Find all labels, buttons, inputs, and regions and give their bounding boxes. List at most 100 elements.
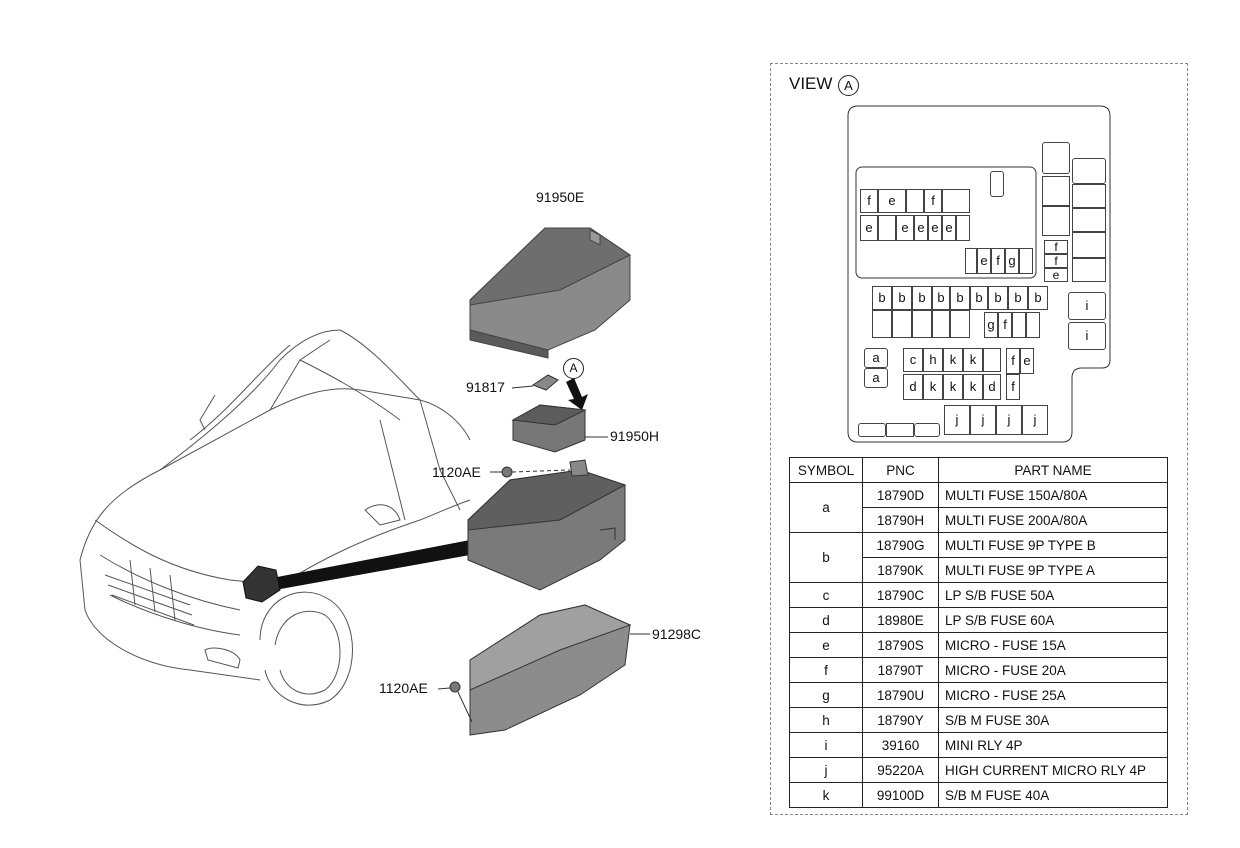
fuse-slot: g (1005, 248, 1019, 274)
legend-part-name: MICRO - FUSE 25A (938, 682, 1168, 708)
legend-part-name: MICRO - FUSE 20A (938, 657, 1168, 683)
fuse-slot (1042, 206, 1070, 236)
callout-wedge (272, 540, 470, 590)
fuse-slot (942, 189, 970, 213)
fuse-slot (1072, 208, 1106, 232)
legend-part-name: MICRO - FUSE 15A (938, 632, 1168, 658)
fuse-slot: k (963, 374, 983, 400)
car-outline (79, 329, 471, 706)
table-row: k 99100D S/B M FUSE 40A (789, 782, 1168, 808)
fuse-slot: b (988, 286, 1008, 310)
fuse-slot: e (928, 215, 942, 241)
legend-pnc: 18790Y (862, 707, 939, 733)
fuse-slot: d (983, 374, 1001, 400)
leader-91817 (511, 385, 534, 389)
legend-part-name: LP S/B FUSE 60A (938, 607, 1168, 633)
fuse-box-location-marker (242, 565, 281, 603)
fuse-slot: e (942, 215, 956, 241)
fuse-slot: h (923, 348, 943, 372)
legend-symbol: f (789, 657, 863, 683)
legend-pnc: 18980E (862, 607, 939, 633)
fuse-slot: e (878, 189, 906, 213)
legend-pnc: 18790D (862, 482, 939, 508)
legend-symbol: b (789, 532, 863, 583)
fuse-slot (1012, 312, 1026, 338)
fuse-slot: c (903, 348, 923, 372)
fuse-slot: k (923, 374, 943, 400)
legend-header-symbol: SYMBOL (789, 457, 863, 483)
fuse-slot (878, 215, 896, 241)
fuse-slot (1019, 248, 1033, 274)
legend-pnc: 39160 (862, 732, 939, 758)
legend-header-pnc: PNC (862, 457, 939, 483)
fuse-slot (892, 310, 912, 338)
legend-pnc: 99100D (862, 782, 939, 808)
relay-slot: j (996, 405, 1022, 435)
label-91298C: 91298C (652, 626, 702, 642)
legend-table: SYMBOL PNC PART NAME a 18790D MULTI FUSE… (789, 457, 1168, 808)
view-a-panel (770, 63, 1188, 815)
fuse-slot: k (943, 348, 963, 372)
cover-91950E (469, 227, 631, 359)
main-fuse-box (467, 459, 627, 591)
fuse-slot: e (1020, 348, 1034, 374)
fuse-slot (886, 423, 914, 437)
table-row: a 18790D MULTI FUSE 150A/80A (789, 482, 1168, 533)
fuse-slot (965, 248, 977, 274)
fuse-slot (932, 310, 950, 338)
relay-block-91950H (511, 404, 587, 453)
legend-part-name: MULTI FUSE 9P TYPE A (938, 557, 1168, 583)
legend-pnc: 18790H (862, 507, 939, 533)
fuse-slot (950, 310, 970, 338)
legend-symbol: e (789, 632, 863, 658)
table-row: b 18790G MULTI FUSE 9P TYPE B (789, 532, 1168, 583)
fuse-slot: f (1044, 240, 1068, 254)
legend-pnc: 18790S (862, 632, 939, 658)
view-marker-circle: A (563, 358, 584, 379)
fuse-slot (1042, 142, 1070, 174)
legend-pnc: 18790G (862, 532, 939, 558)
table-row: c 18790C LP S/B FUSE 50A (789, 582, 1168, 608)
relay-slot: j (970, 405, 996, 435)
fuse-slot: d (903, 374, 923, 400)
legend-part-name: MULTI FUSE 150A/80A (938, 482, 1168, 508)
legend-part-name: MULTI FUSE 200A/80A (938, 507, 1168, 533)
legend-symbol: c (789, 582, 863, 608)
relay-slot: i (1068, 322, 1106, 350)
legend-part-name: MULTI FUSE 9P TYPE B (938, 532, 1168, 558)
legend-part-name: S/B M FUSE 40A (938, 782, 1168, 808)
small-connector (990, 171, 1004, 197)
fuse-slot (983, 348, 1001, 372)
fuse-slot: f (1006, 374, 1020, 400)
view-title-circle: A (838, 75, 859, 96)
table-row: g 18790U MICRO - FUSE 25A (789, 682, 1168, 708)
fuse-slot (906, 189, 924, 213)
view-arrow (566, 378, 588, 410)
legend-header-part-name: PART NAME (938, 457, 1168, 483)
fuse-slot: f (998, 312, 1012, 338)
pin-91817 (531, 374, 559, 391)
fuse-slot (1072, 232, 1106, 258)
fuse-slot: g (984, 312, 998, 338)
fuse-slot: f (924, 189, 942, 213)
table-row: j 95220A HIGH CURRENT MICRO RLY 4P (789, 757, 1168, 783)
legend-pnc: 18790K (862, 557, 939, 583)
fuse-slot: b (1028, 286, 1048, 310)
fuse-slot (914, 423, 940, 437)
legend-symbol: g (789, 682, 863, 708)
fuse-slot: k (963, 348, 983, 372)
fuse-slot: e (977, 248, 991, 274)
legend-symbol: a (789, 482, 863, 533)
fuse-slot (912, 310, 932, 338)
fuse-slot (1072, 258, 1106, 282)
fuse-slot: b (950, 286, 970, 310)
label-1120AE-bottom: 1120AE (379, 680, 428, 696)
table-row: i 39160 MINI RLY 4P (789, 732, 1168, 758)
fuse-slot: b (872, 286, 892, 310)
legend-part-name: HIGH CURRENT MICRO RLY 4P (938, 757, 1168, 783)
fuse-slot: e (860, 215, 878, 241)
table-row: e 18790S MICRO - FUSE 15A (789, 632, 1168, 658)
fuse-slot: k (943, 374, 963, 400)
legend-part-name: LP S/B FUSE 50A (938, 582, 1168, 608)
fuse-slot (1072, 184, 1106, 208)
